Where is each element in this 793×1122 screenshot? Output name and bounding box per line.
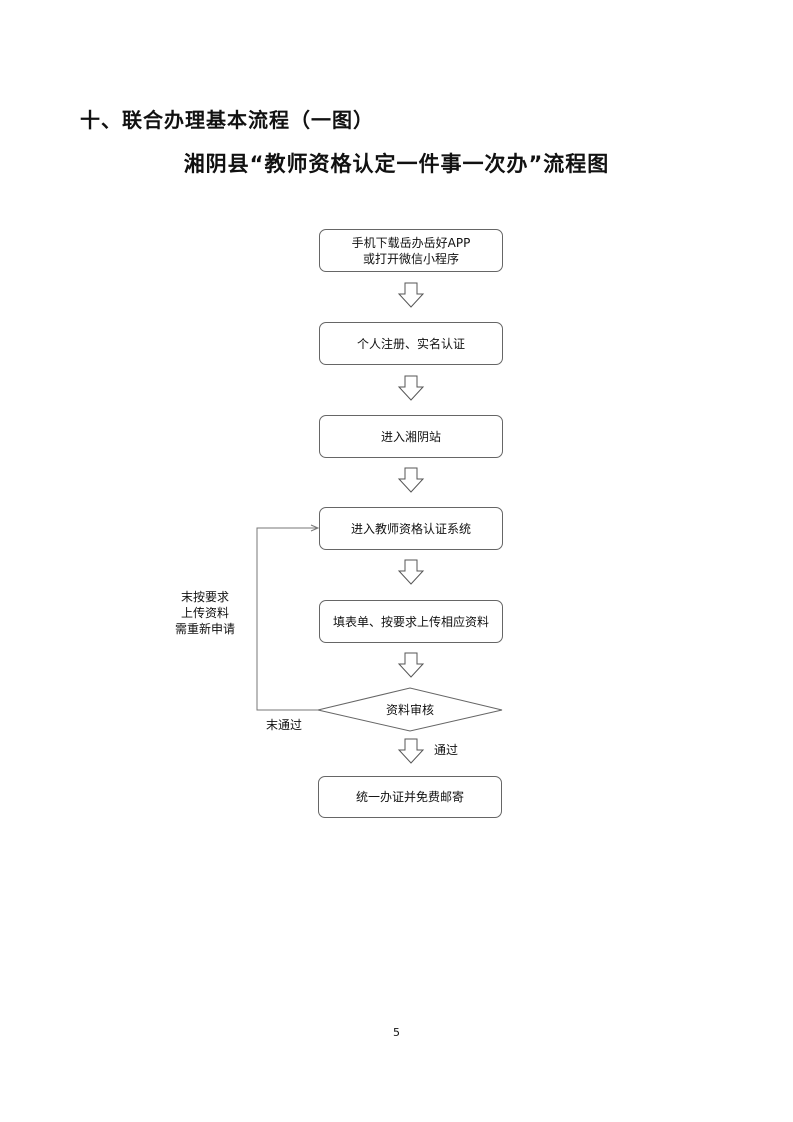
decision-diamond: [317, 687, 503, 732]
down-arrow-icon: [398, 282, 424, 308]
flowchart-title: 湘阴县“教师资格认定一件事一次办”流程图: [183, 152, 610, 176]
loop-arrowhead-icon: [310, 524, 320, 532]
section-title: 十、联合办理基本流程（一图）: [80, 108, 374, 132]
step-register: 个人注册、实名认证: [319, 322, 503, 365]
step-enter-system: 进入教师资格认证系统: [319, 507, 503, 550]
step-enter-station: 进入湘阴站: [319, 415, 503, 458]
down-arrow-icon: [398, 375, 424, 401]
step1-line1: 手机下载岳办岳好APP: [351, 235, 471, 250]
down-arrow-icon: [398, 467, 424, 493]
step-fill-form: 填表单、按要求上传相应资料: [319, 600, 503, 643]
retry-note-line: 上传资料: [180, 606, 229, 620]
fail-label: 末通过: [266, 718, 303, 732]
step1-line2: 或打开微信小程序: [362, 251, 459, 266]
down-arrow-icon: [398, 738, 424, 764]
retry-note-line: 需重新申请: [174, 622, 235, 636]
step-issue-certificate: 统一办证并免费邮寄: [318, 776, 502, 818]
down-arrow-icon: [398, 652, 424, 678]
down-arrow-icon: [398, 559, 424, 585]
pass-label: 通过: [434, 743, 459, 757]
loop-back-line: [256, 527, 318, 711]
page-number: 5: [393, 1026, 400, 1039]
decision-label: 资料审核: [385, 703, 434, 717]
retry-note-line: 末按要求: [180, 590, 229, 604]
retry-note: 末按要求 上传资料 需重新申请: [165, 589, 245, 637]
